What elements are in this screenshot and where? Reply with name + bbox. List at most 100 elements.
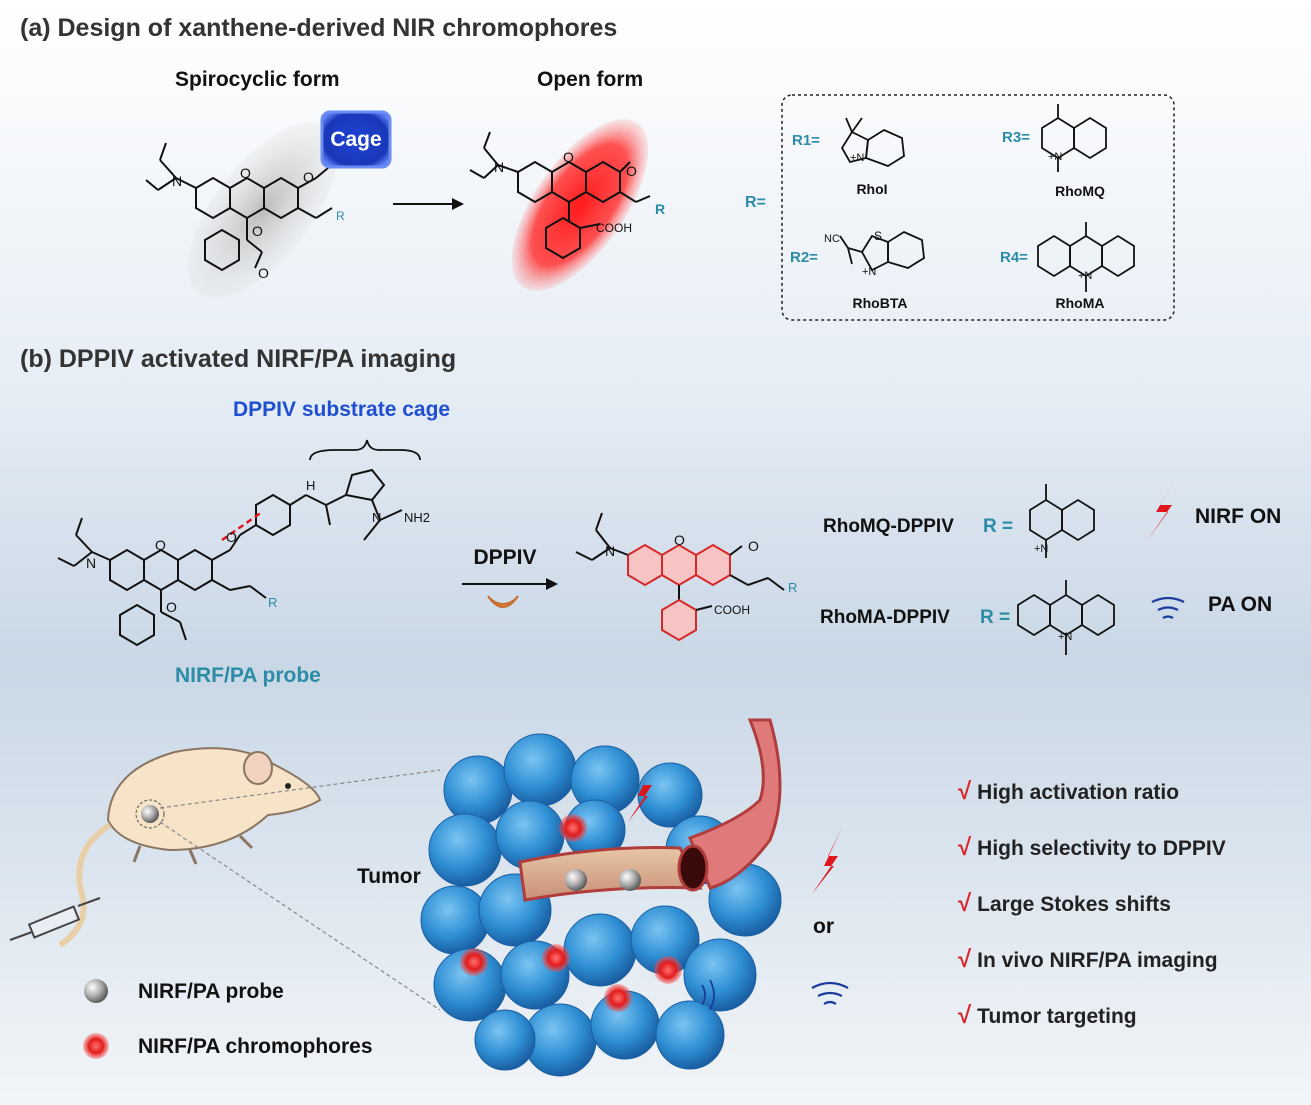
atom-plus-n: +N [1048,151,1062,163]
legend-chromophore-dot [83,1033,109,1059]
rhoma-structure [1037,222,1135,292]
probe-label: NIRF/PA probe [175,664,321,687]
panel-b-structures: N O O O R H N NH2 DPPIV N O O COOH R +N [57,439,1185,655]
lightning-icon [812,828,842,894]
rhobta-structure [839,230,925,272]
wave-icon [701,979,715,1011]
bottom-illustration [9,718,849,1077]
atom-o: O [252,223,263,239]
probe-molecule [57,468,403,647]
dppiv-arrow-head [546,578,558,590]
zoom-line [159,821,441,1011]
atom-plus-n: +N [1058,631,1072,643]
atom-o: O [166,599,177,615]
r2-label: R2= [790,249,818,266]
r-label: R [268,595,277,610]
substituent-box [781,94,1175,321]
legend-chromophore-label: NIRF/PA chromophores [138,1035,373,1058]
panel-a-structures: N O O O O R Cage N O O COOH R R= R1= [145,94,1175,321]
advantage-item: √High activation ratio [958,778,1226,834]
atom-n: N [172,173,182,189]
atom-plus-n: +N [850,152,864,164]
atom-o: O [258,265,269,281]
r3-label: R3= [1002,129,1030,146]
cage-brace [309,439,421,461]
chromophore-dots [460,814,682,1012]
advantage-item: √In vivo NIRF/PA imaging [958,946,1226,1002]
dppiv-cage-caption: DPPIV substrate cage [233,398,451,421]
enzyme-icon [487,595,519,608]
grey-shadow [188,122,338,298]
syringe-icon [9,897,101,941]
rhoi-name: RhoI [856,181,887,197]
r-equals-label: R= [745,194,766,211]
cooh-label: COOH [714,603,750,617]
lightning-icon [1146,478,1176,542]
nh2-label: NH2 [404,510,430,525]
r-label: R [655,201,665,217]
atom-o: O [674,532,685,548]
atom-o: O [155,537,166,553]
advantage-text: High activation ratio [977,781,1180,804]
r1-label: R1= [792,132,820,149]
open-form-label: Open form [537,68,644,91]
atom-o: O [226,529,237,545]
rhomq-name: RhoMQ [1055,183,1105,199]
pa-on-label: PA ON [1208,593,1273,616]
cage-box [320,110,392,169]
rhomq-structure [1041,104,1107,172]
atom-plus-n: +N [1078,270,1092,282]
atom-nc: NC [824,233,840,245]
open-molecule [469,131,651,260]
wave-icon [811,981,849,1005]
wave-icon [1151,596,1185,619]
cooh-label: COOH [596,221,632,235]
check-mark: √ [958,946,972,973]
advantage-text: Large Stokes shifts [977,893,1171,916]
rhomq-dppiv-r-structure [1029,484,1095,558]
dppiv-enzyme-label: DPPIV [473,546,536,569]
advantage-text: High selectivity to DPPIV [977,837,1226,860]
tumor-label: Tumor [357,865,421,888]
r-label: R [788,580,797,595]
rhobta-name: RhoBTA [853,295,908,311]
advantage-text: Tumor targeting [977,1005,1137,1028]
rhoma-name: RhoMA [1056,295,1105,311]
atom-s: S [874,229,882,243]
lightning-icon [628,760,655,822]
atom-n: N [372,510,381,525]
r-label: R [336,209,345,223]
atom-o: O [748,538,759,554]
spirocyclic-label: Spirocyclic form [175,68,340,91]
nirf-on-label: NIRF ON [1195,505,1282,528]
advantage-item: √High selectivity to DPPIV [958,834,1226,890]
atom-o: O [240,165,251,181]
panel-a-title: (a) Design of xanthene-derived NIR chrom… [20,14,618,42]
advantages-list: √High activation ratio √High selectivity… [958,778,1226,1058]
legend-probe-label: NIRF/PA probe [138,980,284,1003]
advantage-text: In vivo NIRF/PA imaging [977,949,1218,972]
legend-probe-dot [84,979,108,1003]
rhomq-r-eq: R = [983,516,1014,537]
atom-o: O [563,149,574,165]
check-mark: √ [958,778,972,805]
advantage-item: √Tumor targeting [958,1002,1226,1058]
spirocyclic-molecule [145,142,333,272]
rhoma-dppiv-name: RhoMA-DPPIV [820,607,950,628]
atom-o: O [303,169,314,185]
atom-plus-n: +N [862,266,876,278]
product-molecule [575,512,785,642]
rhomq-dppiv-name: RhoMQ-DPPIV [823,516,954,537]
arrow-head [452,198,464,210]
check-mark: √ [958,834,972,861]
rhoma-r-eq: R = [980,607,1011,628]
cage-label: Cage [330,128,381,151]
tumor-cell-cluster [420,733,782,1077]
panel-b-title: (b) DPPIV activated NIRF/PA imaging [20,345,457,373]
rhoma-dppiv-r-structure [1017,580,1115,655]
cleavage-site [221,510,263,542]
check-mark: √ [958,890,972,917]
red-glow [511,119,649,291]
r4-label: R4= [1000,249,1028,266]
zoom-line [159,769,441,809]
